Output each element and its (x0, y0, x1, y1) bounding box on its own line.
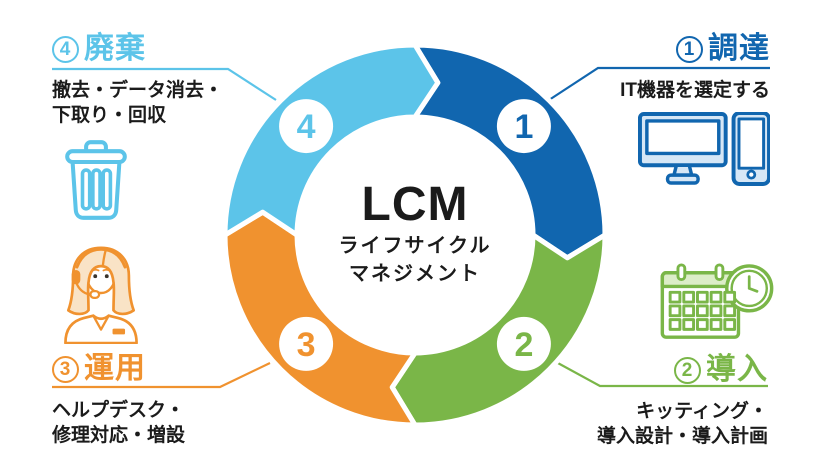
ring-number-text: 3 (297, 326, 316, 364)
stage-block-operation: 3 運用 ヘルプデスク・ 修理対応・増設 (52, 244, 185, 448)
stage-title-text: 廃棄 (84, 32, 146, 65)
stage-description: 撤去・データ消去・ 下取り・回収 (52, 78, 223, 128)
desc-line: ヘルプデスク・ (52, 400, 185, 421)
desc-line: キッティング・ (636, 401, 768, 422)
stage-title-disposal: 4 廃棄 (52, 30, 223, 68)
helpdesk-operator-icon (58, 244, 185, 345)
desktop-and-tablet-icon (620, 111, 771, 186)
ring-number-text: 1 (514, 108, 533, 146)
ring-number-badge-1 (496, 99, 551, 154)
ring-number-badge-3 (279, 316, 334, 371)
ring-arrow-segment-4 (222, 42, 441, 238)
desc-line: 導入設計・導入計画 (596, 426, 768, 447)
ring-number-badge-2 (496, 316, 551, 371)
stage-block-deployment: 2 導入 キッティング・ 導入設計・導入計画 (597, 263, 774, 449)
desc-line: 修理対応・増設 (52, 425, 186, 446)
connector-line-deployment (555, 361, 768, 388)
center-subtitle-line2: マネジメント (349, 263, 481, 285)
ring-number-text: 4 (297, 108, 316, 146)
stage-title-operation: 3 運用 (52, 350, 185, 388)
trash-can-icon (60, 138, 223, 222)
center-label: LCM ライフサイクル マネジメント (300, 180, 530, 286)
stage-title-text: 導入 (706, 353, 768, 386)
stage-block-procurement: 1 調達 IT機器を選定する (620, 30, 771, 186)
calendar-with-clock-icon (597, 263, 776, 345)
ring-number-text: 2 (514, 326, 533, 364)
connector-line-operation (52, 362, 271, 389)
connector-line-procurement (548, 66, 770, 101)
ring-number-badge-4 (279, 99, 334, 154)
desc-line: 撤去・データ消去・ (52, 80, 224, 101)
desc-line: 下取り・回収 (52, 105, 167, 126)
stage-title-text: 調達 (708, 32, 770, 65)
stage-title-deployment: 2 導入 (597, 351, 768, 389)
desc-line: IT機器を選定する (620, 80, 770, 101)
stage-number-circled: 3 (52, 355, 79, 383)
center-title: LCM (361, 178, 469, 231)
stage-block-disposal: 4 廃棄 撤去・データ消去・ 下取り・回収 (52, 30, 223, 222)
stage-description: キッティング・ 導入設計・導入計画 (597, 399, 768, 449)
stage-description: IT機器を選定する (620, 78, 770, 103)
stage-title-text: 運用 (84, 352, 146, 385)
stage-description: ヘルプデスク・ 修理対応・増設 (52, 398, 185, 448)
center-subtitle-line1: ライフサイクル (338, 235, 492, 257)
stage-number-circled: 4 (52, 35, 79, 63)
stage-number-circled: 1 (676, 35, 703, 63)
connector-line-disposal (52, 67, 277, 101)
stage-title-procurement: 1 調達 (620, 30, 770, 68)
stage-number-circled: 2 (674, 356, 701, 384)
